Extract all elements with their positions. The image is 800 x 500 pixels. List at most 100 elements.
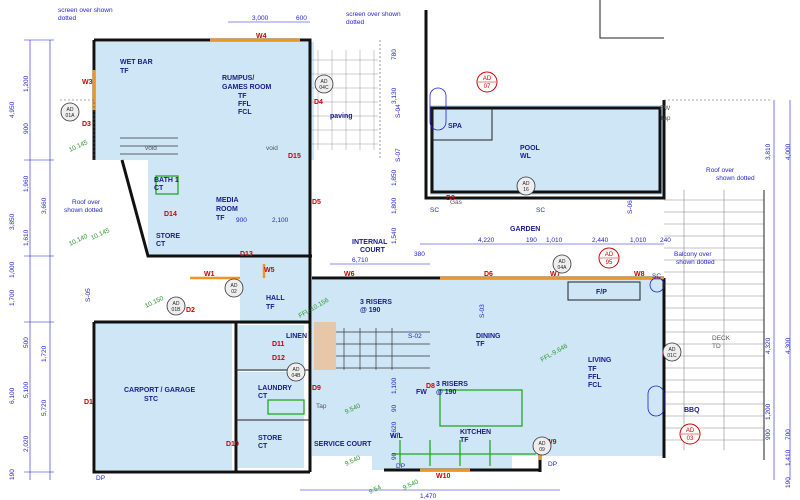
dim-rv4320: 4,320 — [765, 337, 772, 354]
tag-d8-top: D8 — [446, 195, 455, 202]
tag-d6: D6 — [484, 271, 493, 278]
dim-2100: 2,100 — [272, 217, 289, 224]
tag-d2: D2 — [186, 307, 195, 314]
dim-lv1700: 1,700 — [9, 289, 16, 306]
room-wet-bar: WET BAR — [120, 59, 153, 66]
tag-d12: D12 — [272, 355, 285, 362]
room-media: MEDIA — [216, 197, 239, 204]
detail-marker-ad: AD — [231, 283, 238, 289]
detail-marker-number: 02 — [231, 289, 237, 295]
dim-1010a: 1,010 — [546, 237, 563, 244]
level-954: 9.54 — [368, 484, 383, 496]
tag-w9: W9 — [546, 439, 557, 446]
bbq-label: BBQ — [684, 407, 700, 414]
detail-marker-ad: AD — [669, 347, 676, 353]
fw-label-2: FW — [660, 105, 671, 112]
note-balcony: Balcony over — [674, 251, 712, 258]
tap-label: Tap — [316, 403, 327, 410]
detail-marker-red-ad: AD — [605, 252, 614, 258]
dim-rv700: 700 — [785, 429, 792, 440]
detail-marker-circle — [516, 176, 536, 196]
detail-marker-red[interactable]: AD 03 — [679, 423, 701, 445]
room-rumpus-f2: FFL — [238, 101, 252, 108]
detail-marker-number: 01C — [667, 353, 677, 359]
room-linen: LINEN — [286, 333, 307, 340]
dim-lv6100: 6,100 — [9, 387, 16, 404]
room-rumpus: RUMPUS/ — [222, 75, 254, 82]
dim-3000: 3,000 — [252, 15, 269, 22]
dim-rv1410: 1,410 — [785, 449, 792, 466]
dim-rv3810: 3,810 — [765, 143, 772, 160]
room-living-f3: FCL — [588, 382, 602, 389]
room-internal-court-2: COURT — [360, 247, 386, 254]
tag-d8: D8 — [426, 383, 435, 390]
tag-sc-1: SC — [430, 207, 439, 214]
tag-d11: D11 — [272, 341, 285, 348]
detail-marker-number: 09 — [539, 447, 545, 453]
note-risers-1: 3 RISERS — [360, 299, 392, 306]
detail-marker-red-number: 03 — [687, 436, 694, 442]
room-carport: CARPORT / GARAGE — [124, 387, 196, 394]
room-store-top: STORE — [156, 233, 180, 240]
room-service-court: SERVICE COURT — [314, 441, 372, 448]
dim-6710: 6,710 — [352, 257, 369, 264]
detail-marker-number: 16 — [523, 187, 529, 193]
note-screen-right: screen over shown — [346, 11, 401, 18]
room-garden: GARDEN — [510, 226, 540, 233]
detail-marker-circle — [532, 436, 552, 456]
void-label-2: void — [266, 145, 278, 152]
tag-s07: S-07 — [395, 148, 402, 162]
room-deck: DECK — [712, 335, 731, 342]
dim-rv4000: 4,000 — [785, 143, 792, 160]
tap-label-2: Tap — [660, 115, 671, 122]
detail-marker-number: 04A — [558, 265, 568, 271]
tag-w4: W4 — [256, 33, 267, 40]
dim-1100: 1,100 — [391, 377, 398, 394]
room-kitchen-finish: TF — [460, 437, 469, 444]
dim-lv1720: 1,720 — [41, 345, 48, 362]
room-bath: BATH 1 — [154, 177, 179, 184]
detail-marker-red-ad: AD — [686, 428, 695, 434]
dim-lv500: 500 — [23, 337, 30, 348]
room-store-bottom: STORE — [258, 435, 282, 442]
detail-marker-number: 04B — [292, 373, 302, 379]
tag-sc-3: SC — [652, 273, 661, 280]
dim-lv1000: 1,000 — [9, 261, 16, 278]
dim-380: 380 — [414, 251, 425, 258]
detail-marker-ad: AD — [523, 181, 530, 187]
dp-label-3: DP — [548, 461, 557, 468]
detail-marker-circle — [662, 342, 682, 362]
room-rumpus-f1: TF — [238, 93, 247, 100]
detail-marker-circle — [60, 102, 80, 122]
dotted-outlines — [60, 40, 770, 160]
tag-w6: W6 — [344, 271, 355, 278]
tag-d5: D5 — [312, 199, 321, 206]
dim-lv4950: 4,950 — [9, 101, 16, 118]
tag-w5: W5 — [264, 267, 275, 274]
dim-bottom-1470: 1,470 — [420, 493, 437, 500]
fw-label: FW — [416, 389, 427, 396]
room-living: LIVING — [588, 357, 612, 364]
tag-d14: D14 — [164, 211, 177, 218]
room-store-bottom-finish: CT — [258, 443, 268, 450]
note-roof-right-2: shown dotted — [716, 175, 755, 182]
room-living-f1: TF — [588, 366, 597, 373]
dim-780: 780 — [391, 49, 398, 60]
dim-lv3850: 3,850 — [9, 213, 16, 230]
dim-lv5100: 5,100 — [23, 381, 30, 398]
tag-d4: D4 — [314, 99, 323, 106]
tag-w3: W3 — [82, 79, 93, 86]
detail-marker-ad: AD — [321, 79, 328, 85]
